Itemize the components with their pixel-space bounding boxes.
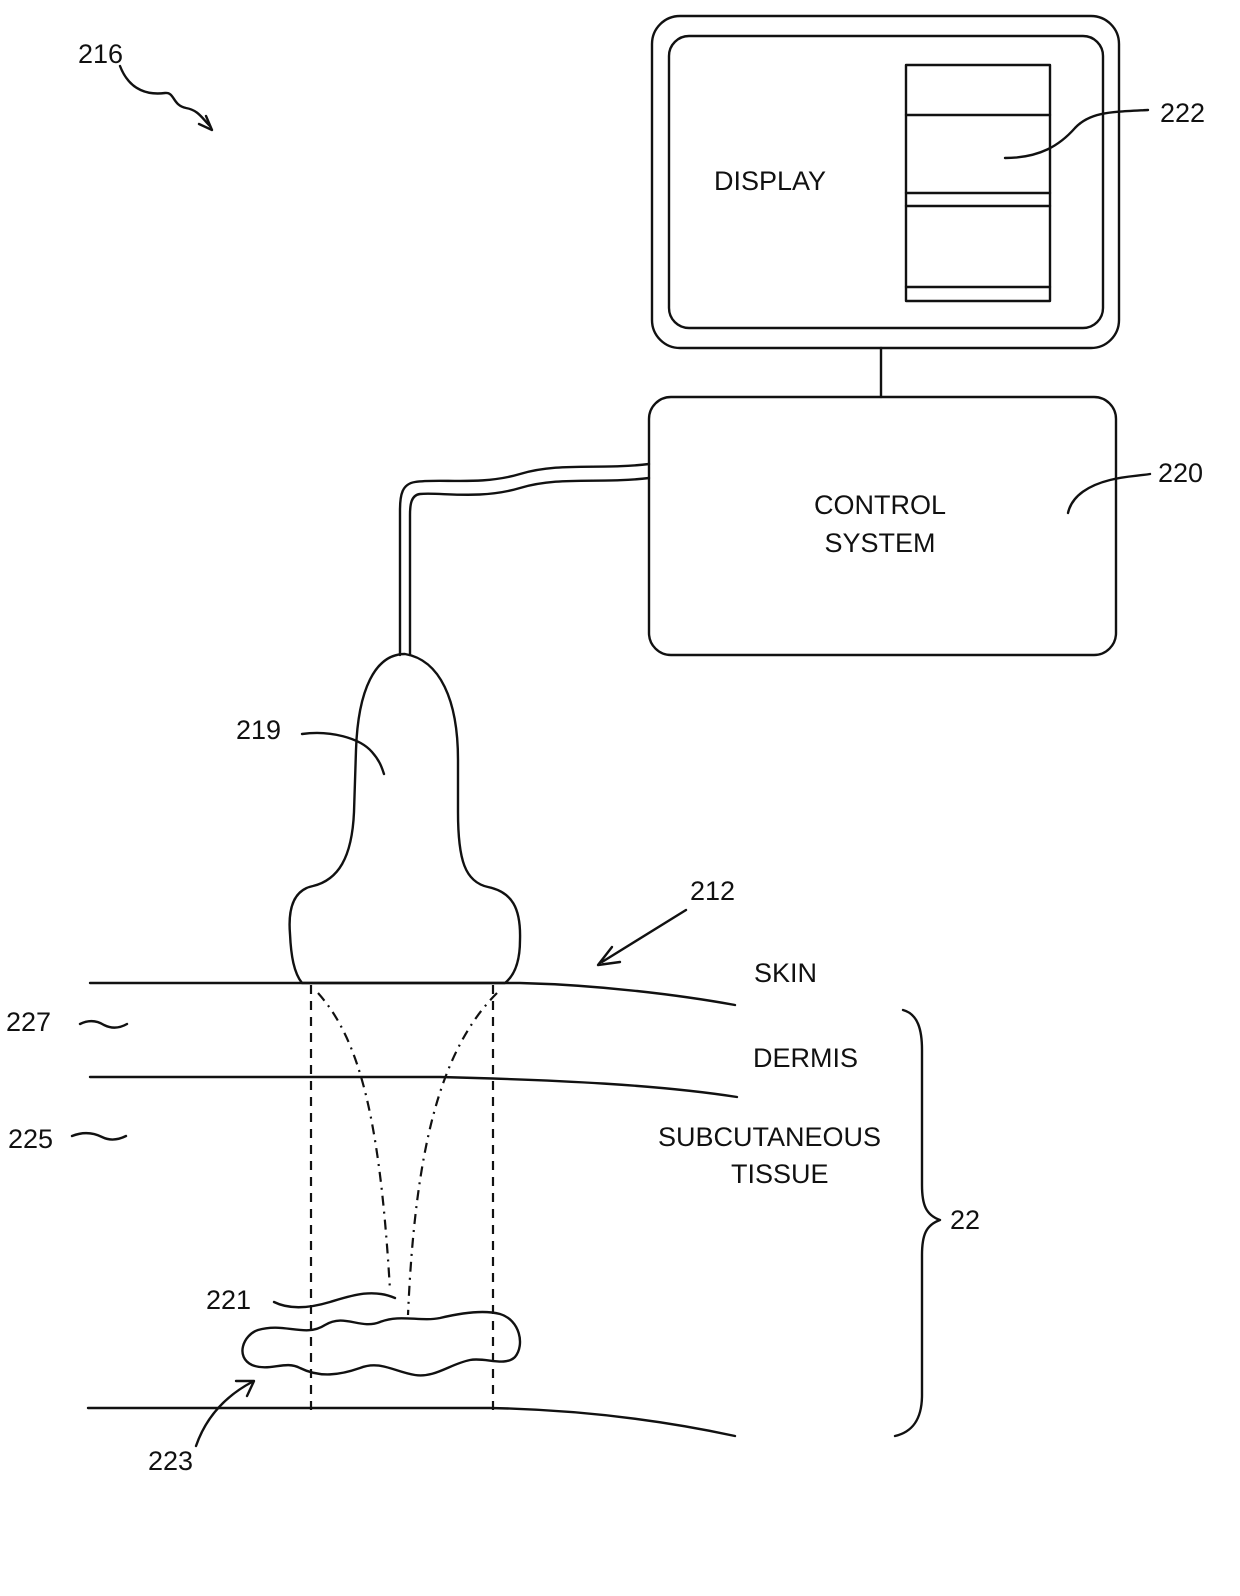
tissue-layers: SKIN DERMIS SUBCUTANEOUS TISSUE 227 225 (6, 958, 881, 1436)
tissue-bracket-brace (895, 1010, 940, 1436)
display-ref-leader (1005, 110, 1148, 158)
display-monitor: DISPLAY 222 (652, 16, 1205, 348)
transducer-cable-outer (400, 464, 649, 655)
display-image-panel (906, 65, 1050, 301)
tissue-bracket: 22 (895, 1010, 980, 1436)
skin-surface-line (90, 983, 735, 1005)
target-tissue: 221 223 (148, 1285, 520, 1476)
treatment-ref-label: 212 (690, 876, 735, 906)
target-tissue-shape (242, 1312, 520, 1375)
skin-label: SKIN (754, 958, 817, 988)
dermis-boundary-line (90, 1077, 737, 1097)
treatment-ref-arrow-shaft (602, 910, 686, 962)
beam-focus-right-curve (408, 993, 497, 1315)
display-label: DISPLAY (714, 166, 826, 196)
figure-ref-squiggle (120, 66, 210, 126)
control-system-label-line1: CONTROL (814, 490, 946, 520)
dermis-label: DERMIS (753, 1043, 858, 1073)
figure-ref-label: 216 (78, 39, 123, 69)
subcutaneous-label-line1: SUBCUTANEOUS (658, 1122, 881, 1152)
figure-ref-216: 216 (78, 39, 212, 130)
control-system-ref-label: 220 (1158, 458, 1203, 488)
control-system-label-line2: SYSTEM (824, 528, 935, 558)
subcutaneous-boundary-line (88, 1408, 735, 1436)
region-ref-arrow-shaft (196, 1382, 252, 1446)
dermis-ref-label: 227 (6, 1007, 51, 1037)
transducer-cable-inner (410, 478, 649, 655)
focal-ref-leader (274, 1293, 395, 1307)
transducer-ref-leader (302, 733, 384, 774)
control-system-box (649, 397, 1116, 655)
ultrasound-beam (311, 985, 497, 1410)
ultrasound-transducer: 219 (236, 654, 520, 983)
control-system-ref-leader (1068, 474, 1150, 513)
transducer-body (290, 654, 520, 983)
region-ref-label: 223 (148, 1446, 193, 1476)
beam-focus-left-curve (318, 993, 390, 1290)
transducer-cable (400, 464, 649, 655)
subcutaneous-label-line2: TISSUE (731, 1159, 829, 1189)
subcutaneous-ref-label: 225 (8, 1124, 53, 1154)
control-system: CONTROL SYSTEM 220 (649, 397, 1203, 655)
subcutaneous-ref-squiggle (72, 1133, 126, 1139)
treatment-ref-212: 212 (598, 876, 735, 965)
transducer-ref-label: 219 (236, 715, 281, 745)
display-image-frame (906, 65, 1050, 301)
dermis-ref-squiggle (80, 1021, 127, 1027)
display-ref-label: 222 (1160, 98, 1205, 128)
treatment-ref-arrowhead-icon (598, 947, 620, 965)
tissue-bracket-ref-label: 22 (950, 1205, 980, 1235)
focal-ref-label: 221 (206, 1285, 251, 1315)
figure-ref-arrowhead-icon (199, 116, 212, 130)
